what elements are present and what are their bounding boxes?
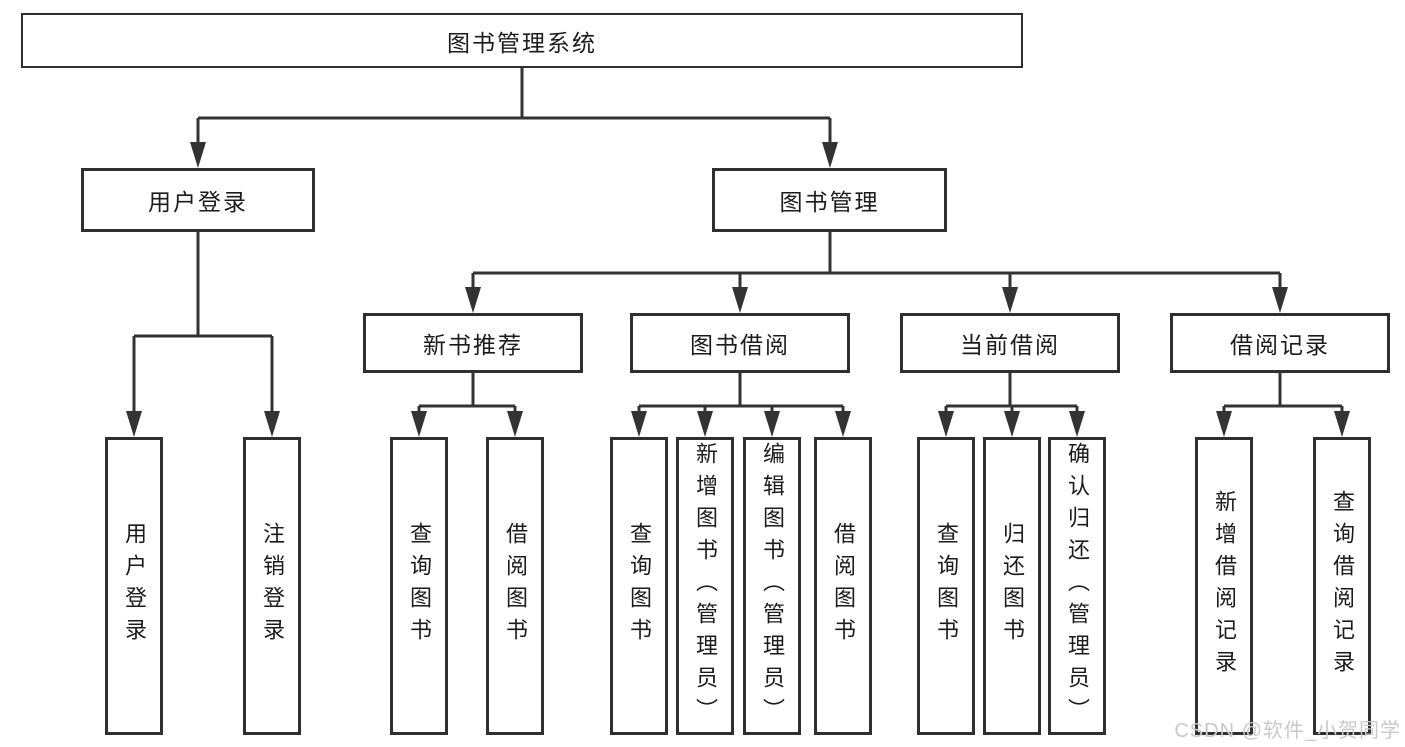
node-current-borrow: 当前借阅 xyxy=(900,313,1120,373)
node-label: 借阅图书 xyxy=(831,522,856,650)
node-label: 用户登录 xyxy=(122,522,147,650)
leaf-confirm-return-admin: 确认归还（管理员） xyxy=(1048,437,1106,735)
arrowhead-icons xyxy=(126,142,1350,437)
node-label: 当前借阅 xyxy=(960,332,1060,358)
node-label: 图书管理 xyxy=(779,189,880,215)
node-label: 借阅记录 xyxy=(1230,332,1330,358)
leaf-query-book-borrow: 查询图书 xyxy=(610,437,668,735)
node-label: 编辑图书（管理员） xyxy=(760,442,785,730)
leaf-borrow-book: 借阅图书 xyxy=(814,437,872,735)
node-label: 查询图书 xyxy=(627,522,652,650)
leaf-query-borrow-record: 查询借阅记录 xyxy=(1313,437,1371,735)
leaf-add-borrow-record: 新增借阅记录 xyxy=(1195,437,1253,735)
node-label: 注销登录 xyxy=(260,522,285,650)
leaf-logout: 注销登录 xyxy=(243,437,301,735)
leaf-edit-book-admin: 编辑图书（管理员） xyxy=(743,437,801,735)
node-book-management: 图书管理 xyxy=(712,168,947,232)
node-label: 查询借阅记录 xyxy=(1330,490,1355,682)
leaf-user-login: 用户登录 xyxy=(105,437,163,735)
node-label: 图书管理系统 xyxy=(447,29,597,56)
node-label: 新书推荐 xyxy=(423,332,523,358)
node-label: 新增图书（管理员） xyxy=(693,442,718,730)
node-label: 借阅图书 xyxy=(503,522,528,650)
leaf-query-book-current: 查询图书 xyxy=(917,437,975,735)
node-user-login: 用户登录 xyxy=(81,168,315,232)
node-label: 确认归还（管理员） xyxy=(1065,442,1090,730)
node-label: 新增借阅记录 xyxy=(1212,490,1237,682)
node-label: 查询图书 xyxy=(934,522,959,650)
leaf-return-book: 归还图书 xyxy=(983,437,1041,735)
node-book-borrow: 图书借阅 xyxy=(630,313,850,373)
node-label: 图书借阅 xyxy=(690,332,790,358)
node-label: 查询图书 xyxy=(407,522,432,650)
node-label: 用户登录 xyxy=(148,189,248,215)
node-new-book-recommend: 新书推荐 xyxy=(363,313,583,373)
leaf-query-book-newbook: 查询图书 xyxy=(390,437,448,735)
leaf-borrow-book-newbook: 借阅图书 xyxy=(486,437,544,735)
leaf-add-book-admin: 新增图书（管理员） xyxy=(676,437,734,735)
csdn-watermark: CSDN @软件_小贺同学 xyxy=(1174,720,1401,742)
node-borrow-record: 借阅记录 xyxy=(1170,313,1390,373)
node-library-management-system: 图书管理系统 xyxy=(21,13,1023,68)
node-label: 归还图书 xyxy=(1000,522,1025,650)
